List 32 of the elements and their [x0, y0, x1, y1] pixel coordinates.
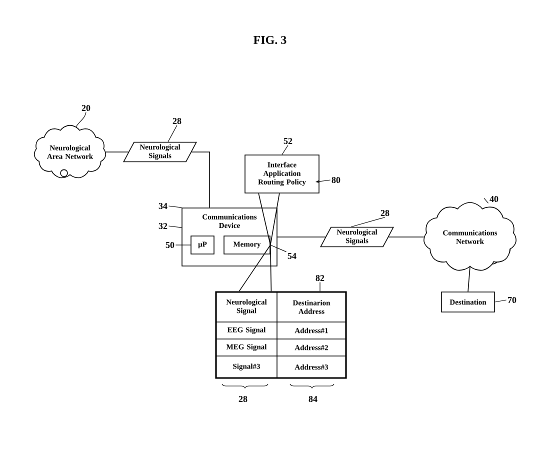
callout-number: 52 — [284, 138, 292, 144]
callout-number: 54 — [288, 253, 296, 260]
leader-line — [76, 112, 86, 128]
callout-number: 80 — [332, 176, 340, 184]
projection-line — [258, 193, 280, 246]
leader-line — [168, 226, 182, 228]
callout-number: 82 — [316, 274, 324, 282]
leader-line — [350, 216, 386, 228]
connector-line — [191, 152, 210, 208]
connector-line — [468, 266, 470, 292]
callout-number: 84 — [308, 396, 318, 402]
leader-line — [270, 244, 287, 252]
callout-number: 32 — [158, 222, 168, 230]
connector-line — [277, 236, 326, 238]
callout-number: 34 — [158, 202, 168, 210]
callout-number: 28 — [172, 118, 182, 124]
leader-line — [282, 144, 288, 155]
figure-title: FIG. 3 — [254, 36, 286, 44]
leader-line — [175, 244, 191, 246]
leader-line — [168, 124, 178, 142]
callout-number: 28 — [380, 210, 390, 216]
callout-number: 20 — [82, 104, 90, 112]
callout-number: 40 — [490, 196, 498, 202]
connector-line — [388, 236, 424, 238]
callout-number: 70 — [508, 296, 516, 304]
callout-number: 50 — [166, 242, 174, 248]
projection-line — [238, 244, 272, 292]
leader-line — [484, 198, 489, 204]
leader-line — [168, 206, 182, 208]
callout-number: 28 — [238, 396, 248, 402]
data-table — [215, 291, 347, 379]
leader-line — [494, 300, 507, 302]
